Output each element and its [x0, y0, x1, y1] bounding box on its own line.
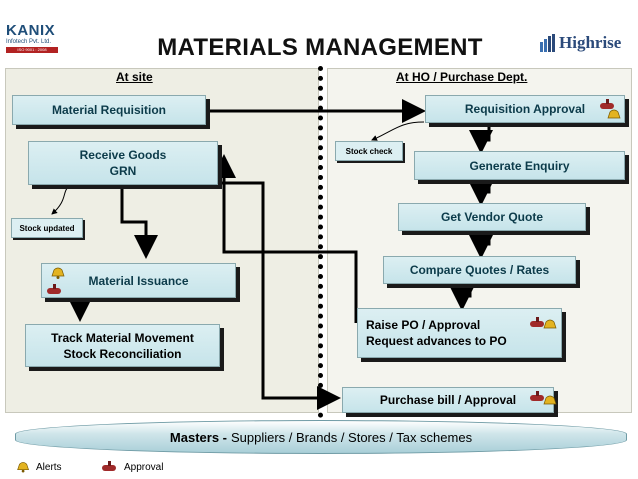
panel-divider [318, 66, 323, 418]
material-requisition-box[interactable]: Material Requisition [12, 95, 206, 125]
bell-icon [17, 462, 29, 473]
approval-icon [600, 99, 614, 109]
stock-updated-label: Stock updated [19, 223, 75, 233]
approval-icon [47, 284, 61, 294]
kanix-logo-sub: Infotech Pvt. Ltd. [6, 39, 52, 45]
purchase-bill-box[interactable]: Purchase bill / Approval [342, 387, 554, 413]
legend-alerts-label: Alerts [36, 461, 62, 473]
generate-enquiry-label: Generate Enquiry [469, 158, 570, 173]
bell-icon [607, 109, 621, 119]
kanix-logo-tagline: ISO 9001 : 2008 [6, 47, 58, 53]
legend-alerts: Alerts [14, 460, 62, 474]
masters-label: Masters - [169, 429, 227, 445]
compare-quotes-label: Compare Quotes / Rates [409, 263, 550, 277]
requisition-approval-box[interactable]: Requisition Approval [425, 95, 625, 123]
track-material-label: Track Material Movement [51, 330, 194, 345]
requisition-approval-label: Requisition Approval [464, 102, 586, 116]
masters-bar: Masters - Suppliers / Brands / Stores / … [15, 420, 627, 454]
approval-icon [102, 461, 116, 471]
raise-po-label: Raise PO / Approval [366, 318, 481, 332]
bell-icon [543, 395, 557, 405]
purchase-bill-label: Purchase bill / Approval [379, 393, 517, 407]
approval-icon [530, 317, 544, 327]
grn-label: GRN [109, 164, 137, 178]
legend-approval-label: Approval [124, 461, 164, 473]
highrise-logo: Highrise [540, 30, 632, 60]
receive-goods-box[interactable]: Receive Goods GRN [28, 141, 218, 185]
section-label-site: At site [116, 70, 153, 84]
get-vendor-quote-label: Get Vendor Quote [440, 210, 543, 224]
request-advances-label: Request advances to PO [366, 334, 507, 348]
highrise-logo-name: Highrise [559, 33, 622, 52]
approval-icon [530, 391, 544, 401]
stock-check-note: Stock check [335, 141, 403, 161]
receive-goods-label: Receive Goods [79, 148, 167, 162]
stock-reconciliation-label: Stock Reconciliation [63, 346, 182, 361]
kanix-logo-name: KANIX [6, 22, 56, 39]
page-title: MATERIALS MANAGEMENT [157, 34, 483, 61]
material-issuance-label: Material Issuance [88, 273, 189, 288]
section-label-ho: At HO / Purchase Dept. [396, 70, 528, 84]
bell-icon [543, 319, 557, 329]
compare-quotes-box[interactable]: Compare Quotes / Rates [383, 256, 576, 284]
track-material-box[interactable]: Track Material Movement Stock Reconcilia… [25, 324, 220, 367]
material-requisition-label: Material Requisition [51, 103, 167, 117]
raise-po-box[interactable]: Raise PO / Approval Request advances to … [357, 308, 562, 358]
legend-approval: Approval [100, 460, 163, 474]
kanix-logo: KANIX Infotech Pvt. Ltd. ISO 9001 : 2008 [6, 22, 62, 62]
building-icon [540, 34, 555, 52]
stock-updated-note: Stock updated [11, 218, 83, 238]
material-issuance-box[interactable]: Material Issuance [41, 263, 236, 298]
get-vendor-quote-box[interactable]: Get Vendor Quote [398, 203, 586, 231]
masters-items: Suppliers / Brands / Stores / Tax scheme… [230, 429, 473, 445]
bell-icon [51, 267, 65, 279]
stock-check-label: Stock check [345, 146, 393, 156]
generate-enquiry-box[interactable]: Generate Enquiry [414, 151, 625, 180]
